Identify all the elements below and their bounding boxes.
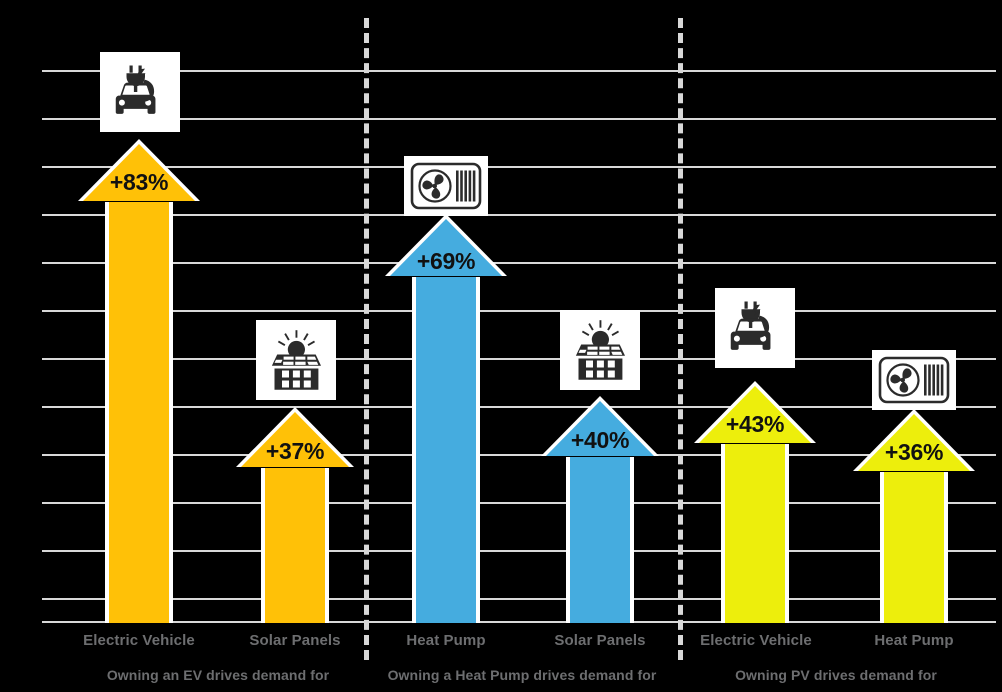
arrow-head xyxy=(390,219,502,276)
bar-solar-amber: +37% xyxy=(236,407,354,623)
gridline xyxy=(42,70,996,72)
icon-box-heatpump-yellow xyxy=(872,350,956,410)
gridline xyxy=(42,598,996,600)
bar-solar-blue: +40% xyxy=(541,396,659,623)
gridline xyxy=(42,454,996,456)
ev-charging-icon xyxy=(730,301,771,350)
category-label-4: Solar Panels xyxy=(554,632,646,649)
category-label-2: Solar Panels xyxy=(249,632,341,649)
group-caption-ev: Owning an EV drives demand for xyxy=(106,667,330,683)
category-label-1: Electric Vehicle xyxy=(83,632,195,649)
category-label-3: Heat Pump xyxy=(406,632,486,649)
group-caption-pv: Owning PV drives demand for xyxy=(735,667,937,683)
value-label: +37% xyxy=(265,438,325,464)
gridline xyxy=(42,406,996,408)
gridline xyxy=(42,550,996,552)
group-divider-2 xyxy=(678,18,683,660)
arrow-shaft xyxy=(261,468,329,623)
arrow-shaft xyxy=(566,457,634,623)
heat-pump-icon xyxy=(878,356,950,404)
gridline xyxy=(42,358,996,360)
category-label-6: Heat Pump xyxy=(874,632,954,649)
arrow-shaft xyxy=(880,472,948,623)
gridline xyxy=(42,262,996,264)
bar-ev-yellow: +43% xyxy=(694,381,816,623)
icon-box-heatpump-blue xyxy=(404,156,488,216)
gridline xyxy=(42,502,996,504)
arrow-shaft xyxy=(105,202,173,623)
value-label: +69% xyxy=(416,248,476,274)
heat-pump-icon xyxy=(410,162,482,210)
arrow-head xyxy=(858,414,970,471)
gridline xyxy=(42,214,996,216)
group-divider-1 xyxy=(364,18,369,660)
value-label: +40% xyxy=(570,427,630,453)
gridline xyxy=(42,310,996,312)
bar-heatpump-yellow: +36% xyxy=(853,409,975,623)
gridline xyxy=(42,118,996,120)
group-caption-heatpump: Owning a Heat Pump drives demand for xyxy=(387,667,657,683)
icon-box-solar-amber xyxy=(256,320,336,400)
category-label-5: Electric Vehicle xyxy=(700,632,812,649)
ev-charging-icon xyxy=(115,65,156,114)
arrow-head xyxy=(83,144,195,201)
bar-ev-amber: +83% xyxy=(78,139,200,623)
value-label: +83% xyxy=(109,169,169,195)
arrow-head xyxy=(241,412,349,467)
bar-heatpump-blue: +69% xyxy=(385,214,507,623)
solar-panel-house-icon xyxy=(271,330,321,390)
icon-box-solar-blue xyxy=(560,310,640,390)
value-label: +36% xyxy=(884,439,944,465)
arrow-head xyxy=(699,386,811,443)
arrow-shaft xyxy=(721,444,789,623)
axis-baseline xyxy=(42,621,996,623)
value-label: +43% xyxy=(725,411,785,437)
icon-box-ev-amber xyxy=(100,52,180,132)
arrow-head xyxy=(546,401,654,456)
solar-panel-house-icon xyxy=(575,320,625,380)
arrow-shaft xyxy=(412,277,480,623)
gridline xyxy=(42,166,996,168)
icon-box-ev-yellow xyxy=(715,288,795,368)
